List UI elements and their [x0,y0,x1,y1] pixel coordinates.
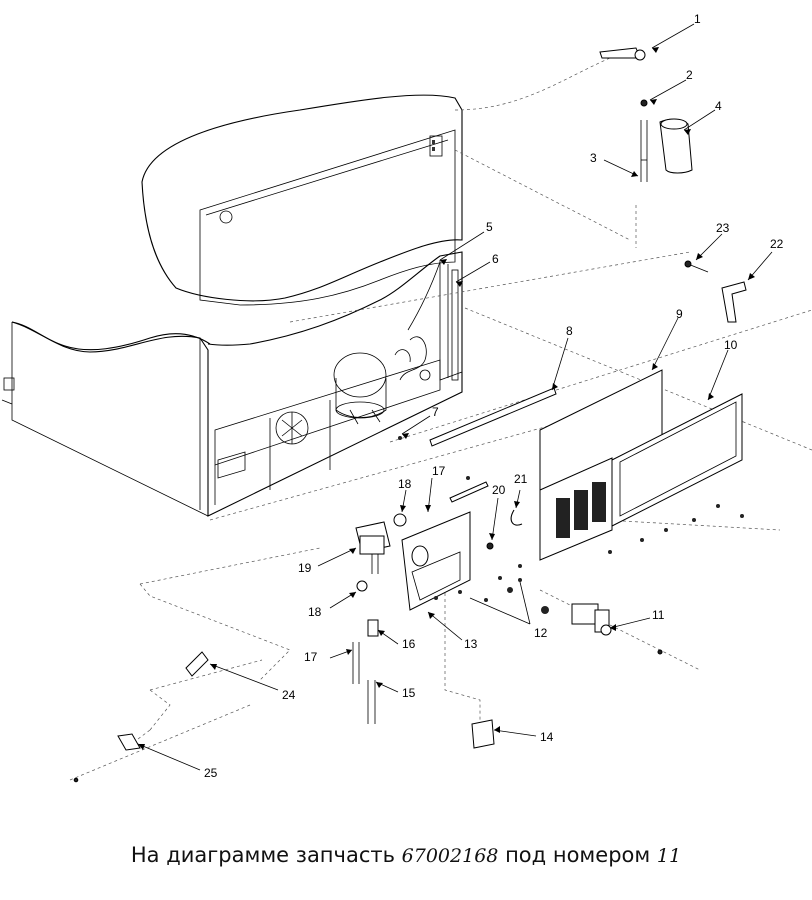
guide-lines [69,57,812,781]
callout-16: 16 [402,637,416,651]
cabinet-body [1,94,463,517]
callout-1: 1 [694,12,701,26]
leader-lines [137,23,773,771]
callout-9: 9 [676,307,683,321]
part-louvre-panel [539,457,613,561]
callout-22: 22 [770,237,784,251]
callout-2: 2 [686,68,693,82]
part-24-connector [185,651,209,677]
callout-25: 25 [204,766,218,780]
callout-7: 7 [432,405,439,419]
part-3-rod [640,120,648,182]
callout-17-lower: 17 [304,650,318,664]
callout-15: 15 [402,686,416,700]
part-13-mounting-plate [401,511,471,611]
part-11-water-valve [571,603,663,655]
callout-19: 19 [298,561,312,575]
exploded-parts-diagram: 1 2 3 4 5 6 7 8 9 10 11 12 13 14 15 16 1… [1,12,812,783]
callout-6: 6 [492,252,499,266]
part-4-sleeve [659,118,693,174]
part-21-wire [510,509,523,526]
callout-18-upper: 18 [398,477,412,491]
part-2-nut [640,99,648,107]
part-1-valve-bracket [599,47,646,61]
part-20-grommet [486,542,494,550]
part-18-nut [356,513,407,592]
callout-labels: 1 2 3 4 5 6 7 8 9 10 11 12 13 14 15 16 1… [204,12,784,780]
callout-13: 13 [464,637,478,651]
callout-21: 21 [514,472,528,486]
part-15-tube [367,680,376,724]
part-25-tube-end [73,733,141,783]
callout-4: 4 [715,99,722,113]
part-5-drain-tube [407,261,441,331]
callout-5: 5 [486,220,493,234]
callout-8: 8 [566,324,573,338]
callout-11: 11 [652,608,665,622]
part-17-tube [352,481,489,684]
callout-3: 3 [590,151,597,165]
callout-12: 12 [534,626,548,640]
caption-part-number: 67002168 [401,845,499,867]
part-22-elbow [721,281,747,323]
callout-23: 23 [716,221,730,235]
caption-middle: под номером [505,843,651,867]
part-14-clip [471,719,495,749]
screws [398,436,744,614]
caption-callout-number: 11 [656,845,682,867]
callout-14: 14 [540,730,554,744]
callout-17-upper: 17 [432,464,446,478]
caption-prefix: На диаграмме запчасть [130,843,395,867]
part-23-screw [684,260,709,273]
part-16-fitting [367,619,379,637]
callout-10: 10 [724,338,738,352]
callout-24: 24 [282,688,296,702]
callout-20: 20 [492,483,506,497]
part-19-solenoid-valve [355,521,391,574]
caption: На диаграмме запчасть 67002168 под номер… [0,843,812,873]
part-8-strip [429,387,557,447]
callout-18-lower: 18 [308,605,322,619]
